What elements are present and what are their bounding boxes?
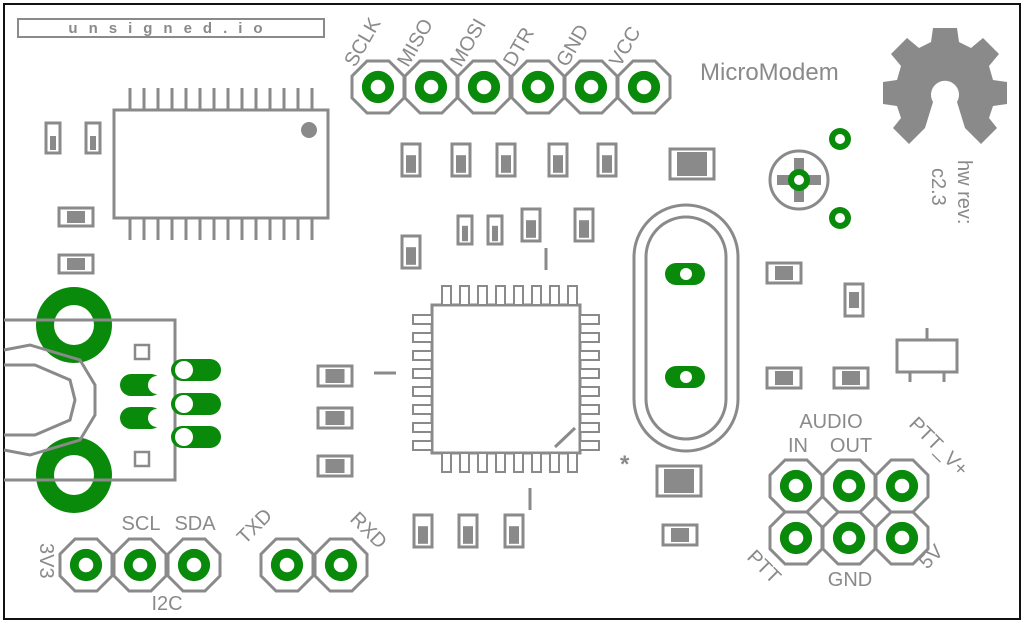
- crystal-oscillator: [632, 203, 740, 453]
- qfp-lead-top: [549, 285, 560, 306]
- qfp-lead-bottom: [459, 452, 470, 473]
- isp-pin-4: [510, 59, 566, 115]
- audio-pin-4: [768, 510, 824, 566]
- qfp-lead-left: [412, 314, 433, 325]
- trimmer-potentiometer: [768, 128, 851, 229]
- isp-pin-3: [456, 59, 512, 115]
- qfp-lead-right: [579, 386, 600, 397]
- qfp-lead-bottom: [441, 452, 452, 473]
- smd-row2-2: [573, 207, 595, 243]
- qfp-lead-left: [412, 332, 433, 343]
- qfp-lead-right: [579, 422, 600, 433]
- smd-row1-1: [400, 142, 422, 178]
- qfp-lead-right: [579, 440, 600, 451]
- qfp-lead-left: [412, 368, 433, 379]
- qfp-lead-right: [579, 368, 600, 379]
- label-audio: AUDIO: [799, 411, 862, 433]
- i2c-pin-1: [58, 537, 114, 593]
- smd-bottom-2: [457, 513, 479, 549]
- qfp-lead-bottom: [477, 452, 488, 473]
- qfp-lead-top: [531, 285, 542, 306]
- qfp-lead-top: [567, 285, 578, 306]
- smd-bottom-3: [503, 513, 525, 549]
- smd-small-2: [486, 214, 504, 246]
- i2c-pin-2: [112, 537, 168, 593]
- audio-pin-2: [821, 458, 877, 514]
- i2c-header: [58, 537, 222, 593]
- i2c-label-sda: SDA: [174, 513, 216, 535]
- brand-logo: unsigned.io: [17, 18, 325, 38]
- qfp-lead-left: [412, 440, 433, 451]
- qfp-lead-bottom: [513, 452, 524, 473]
- isp-pin-2: [403, 59, 459, 115]
- qfp-lead-bottom: [531, 452, 542, 473]
- qfp-lead-left: [412, 422, 433, 433]
- audio-pin-3: [874, 458, 930, 514]
- smd-row2-3: [400, 234, 422, 270]
- brand-text: unsigned.io: [68, 20, 273, 37]
- smd-row1-4: [547, 142, 569, 178]
- smd-small-1: [456, 214, 474, 246]
- i2c-pin-3: [166, 537, 222, 593]
- label-out: OUT: [830, 435, 872, 457]
- usb-connector: [3, 287, 221, 513]
- smd-row2-1: [520, 207, 542, 243]
- audio-header: [768, 458, 930, 566]
- isp-pin-5: [563, 59, 619, 115]
- hw-rev-label: hw rev: c2.3: [927, 160, 975, 224]
- i2c-label-scl: SCL: [122, 513, 161, 535]
- smd-left-1: [316, 364, 354, 388]
- smd-row1-5: [596, 142, 618, 178]
- audio-pin-5: [821, 510, 877, 566]
- board-title: MicroModem: [700, 59, 839, 86]
- qfp-lead-bottom: [549, 452, 560, 473]
- center-smd-parts: [316, 142, 618, 549]
- qfp-lead-top: [513, 285, 524, 306]
- qfp-lead-right: [579, 404, 600, 415]
- qfp-lead-left: [412, 350, 433, 361]
- label-in: IN: [788, 435, 808, 457]
- hw-rev-line2: c2.3: [927, 168, 949, 206]
- qfp-lead-bottom: [495, 452, 506, 473]
- qfp-lead-right: [579, 314, 600, 325]
- serial-pin-2: [313, 537, 369, 593]
- qfp-lead-top: [441, 285, 452, 306]
- isp-header: [350, 59, 672, 115]
- qfp-lead-top: [459, 285, 470, 306]
- ssop-ic: [112, 88, 330, 240]
- left-smd-parts: [44, 121, 102, 275]
- audio-pin-6: [874, 510, 930, 566]
- qfp-lead-top: [495, 285, 506, 306]
- smd-row1-2: [450, 142, 472, 178]
- qfp-lead-left: [412, 386, 433, 397]
- right-smd-parts: [655, 147, 959, 547]
- i2c-header-labels: 3V3 SCL SDA I2C: [35, 513, 216, 615]
- i2c-label-3v3: 3V3: [35, 543, 57, 579]
- smd-row1-3: [495, 142, 517, 178]
- i2c-group-label: I2C: [151, 593, 182, 615]
- open-hardware-gear-icon: [883, 28, 1007, 144]
- label-gnd: GND: [828, 569, 872, 591]
- audio-pin-1: [768, 458, 824, 514]
- qfp-microcontroller: [374, 248, 600, 510]
- smd-bottom-1: [412, 513, 434, 549]
- serial-pin-1: [259, 537, 315, 593]
- qfp-lead-left: [412, 404, 433, 415]
- isp-pin-1: [350, 59, 406, 115]
- qfp-lead-top: [477, 285, 488, 306]
- qfp-lead-right: [579, 350, 600, 361]
- isp-pin-6: [616, 59, 672, 115]
- qfp-lead-bottom: [567, 452, 578, 473]
- qfp-lead-right: [579, 332, 600, 343]
- serial-header: [259, 537, 369, 593]
- smd-left-3: [316, 454, 354, 478]
- asterisk-marker: *: [620, 451, 630, 478]
- hw-rev-line1: hw rev:: [953, 160, 975, 224]
- smd-left-2: [316, 406, 354, 430]
